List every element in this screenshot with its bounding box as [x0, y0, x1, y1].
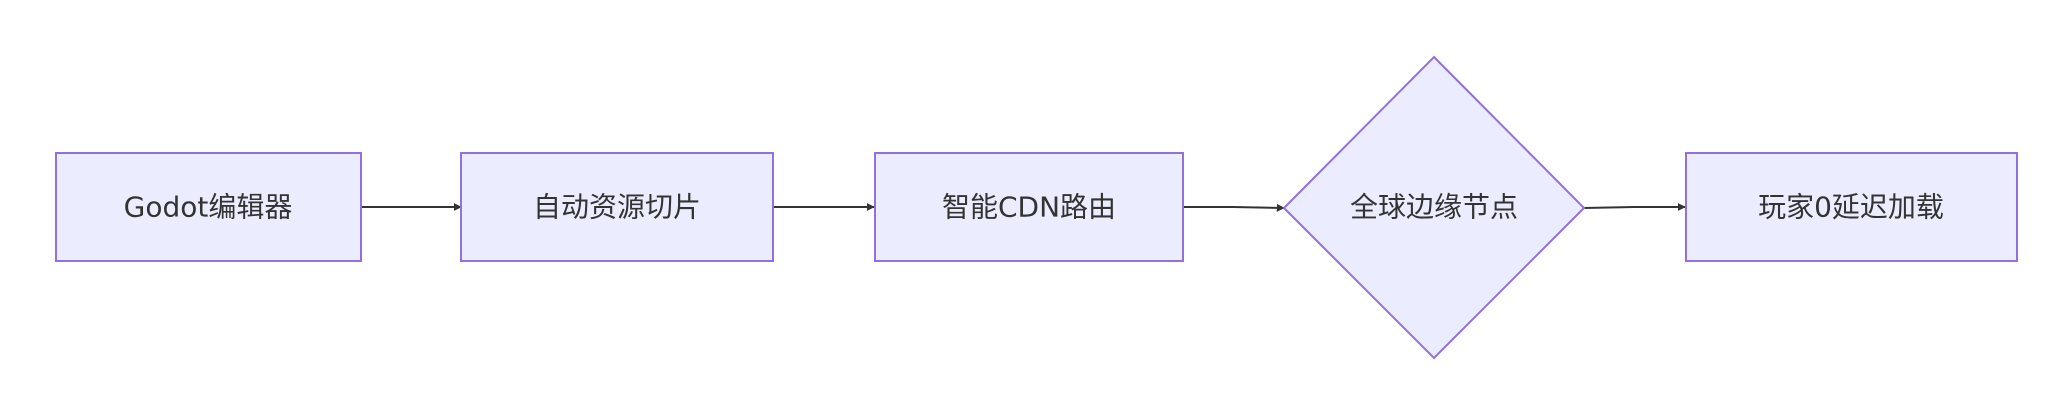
- node-godot-editor-box: [55, 152, 362, 262]
- node-godot-editor-label: Godot编辑器: [124, 191, 293, 224]
- node-godot-editor[interactable]: Godot编辑器: [55, 152, 362, 262]
- node-player-zero-latency-label: 玩家0延迟加载: [1758, 191, 1944, 224]
- node-player-zero-latency[interactable]: 玩家0延迟加载: [1685, 152, 2018, 262]
- edges: [361, 203, 1686, 212]
- node-auto-asset-slicing-box: [460, 152, 774, 262]
- node-smart-cdn-routing-box: [874, 152, 1184, 262]
- node-smart-cdn-routing-label: 智能CDN路由: [942, 191, 1116, 224]
- edge-cdn-to-edge-nodes: [1183, 203, 1285, 212]
- node-global-edge-nodes-diamond: [1282, 55, 1586, 360]
- node-auto-asset-slicing[interactable]: 自动资源切片: [460, 152, 774, 262]
- node-global-edge-nodes-label: 全球边缘节点: [1350, 191, 1518, 224]
- edge-edge-nodes-to-player: [1583, 203, 1686, 211]
- node-smart-cdn-routing[interactable]: 智能CDN路由: [874, 152, 1184, 262]
- node-auto-asset-slicing-label: 自动资源切片: [533, 191, 701, 224]
- node-player-zero-latency-box: [1685, 152, 2018, 262]
- node-global-edge-nodes[interactable]: 全球边缘节点: [1282, 55, 1586, 360]
